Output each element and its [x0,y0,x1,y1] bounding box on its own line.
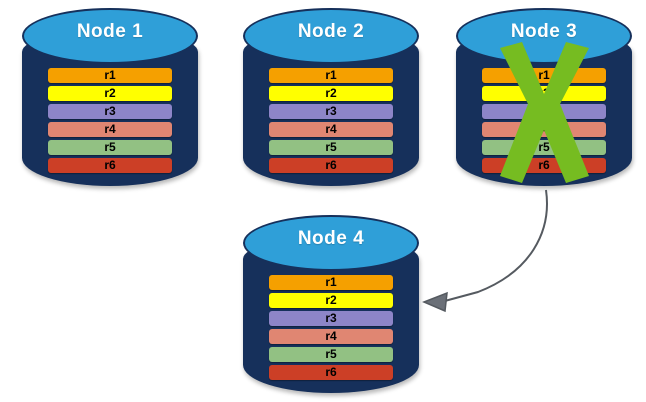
row-list: r1 r2 r3 r4 r5 r6 [269,275,393,380]
row-r1[interactable]: r1 [269,68,393,83]
row-r1[interactable]: r1 [269,275,393,290]
node-2[interactable]: Node 2 r1 r2 r3 r4 r5 r6 [243,8,419,186]
row-r5[interactable]: r5 [482,140,606,155]
row-list: r1 r2 r3 r4 r5 r6 [269,68,393,173]
row-r3[interactable]: r3 [269,104,393,119]
node-title: Node 1 [76,21,144,42]
node-title: Node 4 [297,228,365,249]
row-r4[interactable]: r4 [269,329,393,344]
node-title: Node 2 [297,21,365,42]
row-list: r1 r2 r3 r4 r5 r6 [482,68,606,173]
row-r2[interactable]: r2 [269,86,393,101]
row-r6[interactable]: r6 [269,365,393,380]
row-r4[interactable]: r4 [48,122,172,137]
row-r5[interactable]: r5 [48,140,172,155]
row-r1[interactable]: r1 [482,68,606,83]
arrowhead-icon [422,291,448,313]
row-r6[interactable]: r6 [482,158,606,173]
row-r2[interactable]: r2 [482,86,606,101]
cylinder-top [243,215,419,271]
row-r2[interactable]: r2 [48,86,172,101]
node-1[interactable]: Node 1 r1 r2 r3 r4 r5 r6 [22,8,198,186]
node-title: Node 3 [510,21,578,42]
row-r6[interactable]: r6 [48,158,172,173]
row-r1[interactable]: r1 [48,68,172,83]
row-r3[interactable]: r3 [269,311,393,326]
row-r3[interactable]: r3 [482,104,606,119]
row-r4[interactable]: r4 [482,122,606,137]
cylinder-top [22,8,198,64]
node-4[interactable]: Node 4 r1 r2 r3 r4 r5 r6 [243,215,419,393]
cylinder-top [243,8,419,64]
node-3[interactable]: Node 3 r1 r2 r3 r4 r5 r6 [456,8,632,186]
row-r3[interactable]: r3 [48,104,172,119]
row-r2[interactable]: r2 [269,293,393,308]
row-r4[interactable]: r4 [269,122,393,137]
row-r5[interactable]: r5 [269,347,393,362]
row-r5[interactable]: r5 [269,140,393,155]
row-r6[interactable]: r6 [269,158,393,173]
row-list: r1 r2 r3 r4 r5 r6 [48,68,172,173]
